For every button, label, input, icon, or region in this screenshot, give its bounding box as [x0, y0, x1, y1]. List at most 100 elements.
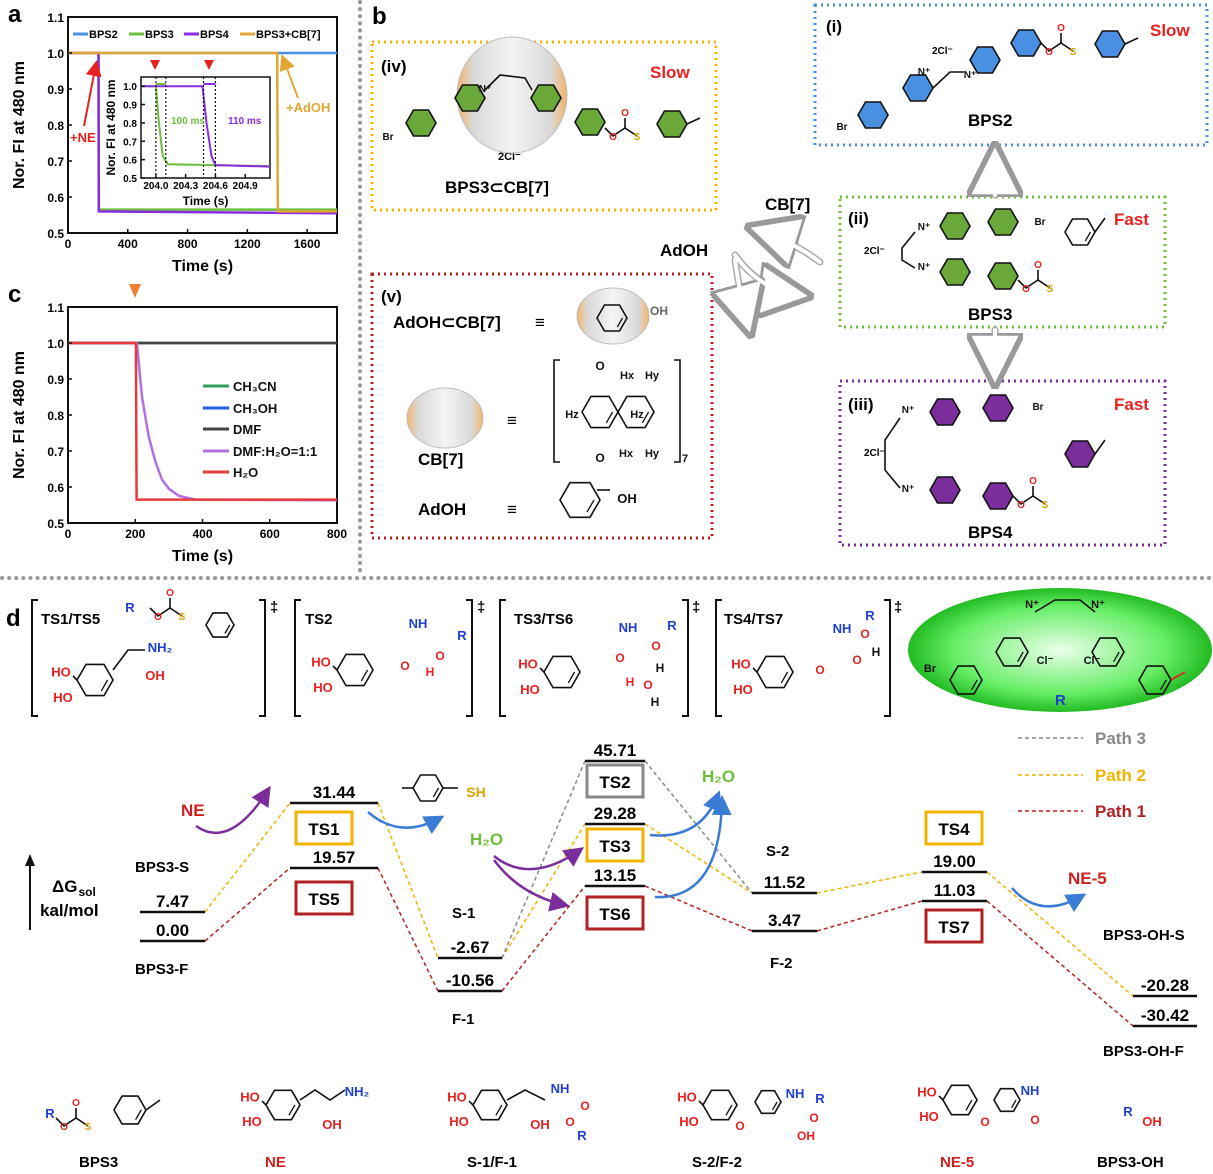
atom-label: HO — [53, 690, 73, 705]
atom-label: Hy — [645, 370, 660, 382]
legend-a-bps3-cb7: BPS3+CB[7] — [256, 29, 321, 41]
atom-label: R — [667, 618, 677, 633]
chart-a-ylabel: Nor. FI at 480 nm — [11, 61, 28, 189]
chart-a-xtick-label: 1200 — [234, 237, 261, 251]
atom-label: S — [1042, 500, 1049, 511]
bond — [261, 1100, 267, 1106]
inset-marker-2 — [204, 60, 214, 70]
chart-c-ytick-label: 0.9 — [47, 373, 64, 387]
chart-a-inset-ylabel: Nor. FI at 480 nm — [104, 79, 118, 175]
bottom-name-s1f1: S-1/F-1 — [467, 1154, 517, 1171]
bond — [752, 667, 758, 673]
ts-label-box — [294, 810, 354, 846]
atom-label: NH₂ — [148, 640, 173, 655]
benzene-ring — [949, 665, 983, 695]
energy-level-value: -30.42 — [1141, 1006, 1189, 1025]
bond — [686, 117, 701, 125]
double-bond — [965, 1099, 973, 1111]
box-v — [370, 272, 714, 540]
double-bond — [771, 1101, 778, 1111]
benzene-ring — [1064, 440, 1096, 468]
path1-connector — [816, 900, 923, 932]
reaction-arrows — [195, 785, 1087, 913]
box-iv-name: BPS3⊂CB[7] — [445, 178, 549, 197]
ts-label-box — [585, 763, 645, 799]
box-v-tag: (v) — [381, 287, 402, 306]
atom-label: S — [634, 132, 641, 143]
bond — [932, 71, 964, 89]
chart-a-xtick-label: 1600 — [294, 237, 321, 251]
atom-label: H — [656, 661, 665, 675]
bottom-name-ne5: NE-5 — [940, 1154, 974, 1171]
atom-label: H — [626, 675, 635, 689]
ts-box-title-3: TS3/TS6 — [514, 611, 573, 628]
atom-label: O — [643, 678, 652, 692]
chart-a-xtick-label: 800 — [178, 237, 198, 251]
ts-label: TS7 — [938, 918, 969, 937]
energy-axis-arrowhead — [25, 854, 35, 866]
double-bond — [971, 679, 978, 691]
chart-a-xtick-label: 0 — [65, 237, 72, 251]
thiol-sh-label: SH — [466, 784, 485, 800]
energy-axis-symbol: ΔG — [52, 877, 77, 896]
r-group-ellipse — [908, 588, 1212, 712]
benzene-ring — [1091, 637, 1125, 667]
ts-label: TS5 — [308, 890, 339, 909]
chart-c-ytick-label: 1.1 — [47, 301, 64, 315]
atom-label: O — [1029, 476, 1037, 487]
chart-a-ytick-label: 1.0 — [47, 47, 64, 61]
atom-label: N⁺ — [918, 222, 931, 233]
ts-box-title-1: TS1/TS5 — [41, 611, 100, 628]
atom-label: OH — [1142, 1114, 1162, 1129]
path1-connector — [204, 867, 291, 942]
panel-label-c: c — [8, 281, 21, 308]
chart-a-inset-xtick-label: 204.6 — [203, 181, 228, 192]
bond — [1040, 42, 1074, 53]
legend-c-ch3cn: CH₃CN — [233, 379, 277, 394]
chart-c-xtick-label: 600 — [260, 527, 280, 541]
atom-label: Br — [382, 132, 393, 143]
species-bps3-s: BPS3-S — [135, 859, 189, 876]
atom-label: 7 — [682, 453, 688, 465]
path1-connector — [377, 867, 439, 992]
double-bond — [1113, 651, 1120, 663]
box-ii-speed: Fast — [1114, 210, 1149, 229]
chart-a-xlabel: Time (s) — [172, 258, 233, 275]
legend-c-dmf: DMF — [233, 422, 261, 437]
chart-a-xtick-label: 400 — [118, 237, 138, 251]
path2-connector — [501, 823, 586, 959]
box-i-speed: Slow — [1150, 21, 1190, 40]
double-bond — [586, 499, 595, 513]
energy-level-value: 3.47 — [768, 911, 801, 930]
bond — [1094, 439, 1106, 455]
double-bond — [224, 624, 231, 634]
chart-a-ytick-label: 0.9 — [47, 83, 64, 97]
bond — [539, 667, 545, 673]
energy-level-value: 45.71 — [594, 741, 637, 760]
double-bond — [495, 1104, 503, 1116]
double-bond — [725, 1104, 733, 1116]
box-ii-counterion: 2Cl⁻ — [864, 246, 885, 257]
atom-label: S — [179, 612, 186, 623]
energy-level-value: 29.28 — [594, 804, 637, 823]
chart-c-xtick-label: 800 — [327, 527, 347, 541]
double-bond — [567, 671, 576, 684]
atom-label: Br — [924, 663, 937, 675]
atom-label: O — [1030, 1113, 1039, 1127]
atom-label: Cl⁻ — [1084, 655, 1101, 667]
energy-level-value: -10.56 — [446, 971, 494, 990]
atom-label: HO — [447, 1090, 467, 1105]
reagent-ne5: NE-5 — [1068, 869, 1107, 888]
benzene-ring — [939, 258, 971, 286]
bond — [55, 1117, 89, 1128]
box-ii-name: BPS3 — [968, 305, 1012, 324]
chart-a-inset-xtick-label: 204.3 — [173, 181, 198, 192]
legend-a-bps3: BPS3 — [145, 29, 174, 41]
box-v-cb7: CB[7] — [418, 450, 463, 469]
equiv-2: ≡ — [507, 411, 517, 430]
ts-box-title-2: TS2 — [305, 611, 333, 628]
atom-label: O — [1034, 260, 1042, 271]
